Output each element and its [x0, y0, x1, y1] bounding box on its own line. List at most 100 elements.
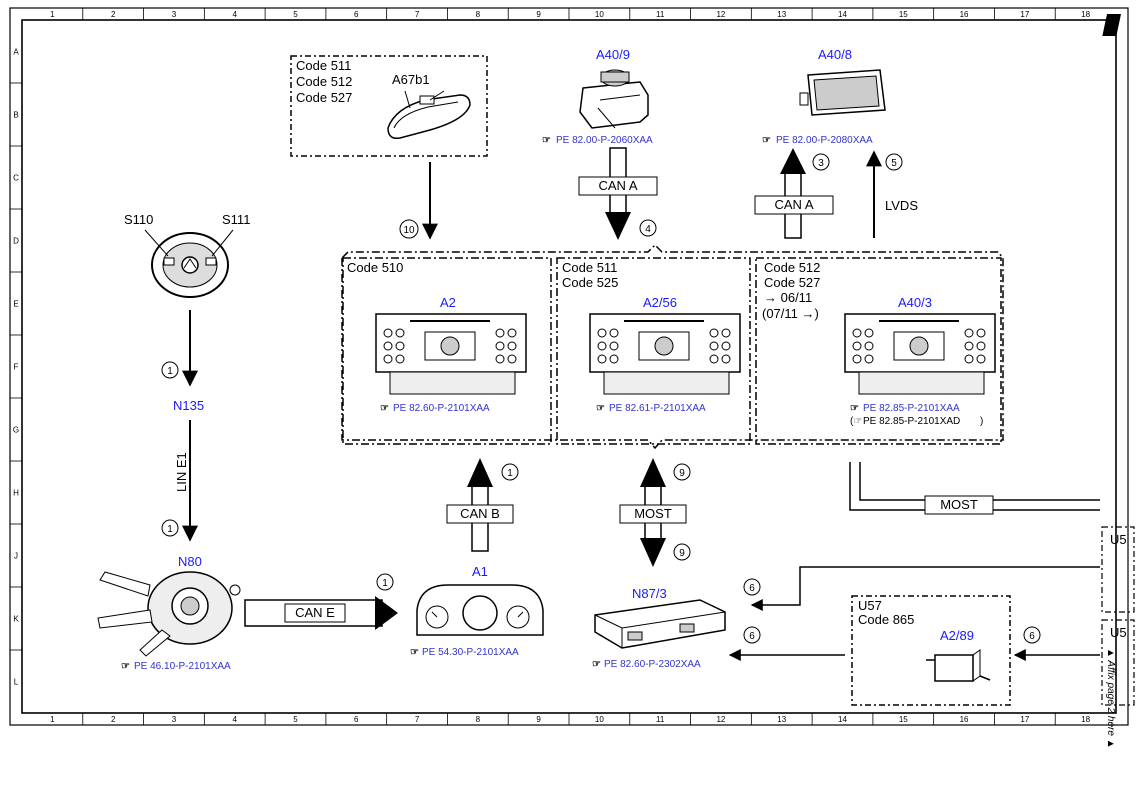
grid-col-label: 17 [1020, 715, 1029, 724]
u5-top-label: U5 [1110, 532, 1127, 547]
callout-circle [161, 361, 179, 379]
a40-8-ref: PE 82.00-P-2080XAA [776, 135, 873, 146]
display-icon [799, 69, 886, 116]
most-right-box [924, 495, 994, 515]
ref-icon: ☞ [380, 403, 389, 414]
u57-code: Code 865 [858, 612, 914, 627]
grid-col-label: 18 [1081, 715, 1090, 724]
a40-8-label: A40/8 [818, 47, 852, 62]
grid-col-label: 14 [838, 715, 847, 724]
a1-ref: PE 54.30-P-2101XAA [422, 647, 519, 658]
ref-icon: ☞ [121, 661, 130, 672]
grid-row-label: A [13, 48, 19, 57]
callout-circle [376, 573, 394, 591]
a40-3-code3: → 06/11 [764, 290, 812, 305]
callout-1a: 1 [167, 366, 173, 377]
a67b1-code3: Code 527 [296, 90, 352, 105]
radio-unit-icon [589, 313, 741, 395]
steering-column-switch-icon [97, 571, 241, 657]
grid-col-label: 6 [354, 10, 359, 19]
grid-col-label: 13 [777, 715, 786, 724]
grid-col-label: 12 [716, 715, 725, 724]
can-a-top-arrowhead [605, 212, 631, 240]
a40-3-code1: Code 512 [764, 260, 820, 275]
most-right-wire-inner [859, 462, 1100, 501]
grid-col-label: 18 [1081, 10, 1090, 19]
can-b-box [446, 504, 514, 524]
a40-3-label: A40/3 [898, 295, 932, 310]
ref-icon: ☞ [762, 135, 771, 146]
callout-circle [399, 219, 419, 239]
steering-wheel-icon [144, 229, 234, 298]
grid-col-label: 11 [656, 10, 665, 19]
grid-row-label: B [13, 111, 18, 120]
ref2-close: ) [980, 416, 983, 427]
lvds-label: LVDS [885, 198, 918, 213]
s111-label: S111 [222, 212, 250, 227]
ref-icon: ☞ [592, 659, 601, 670]
a1-label: A1 [472, 564, 488, 579]
most-right-wire-outer [849, 462, 1100, 511]
callout-circle [161, 519, 179, 537]
head-unit-group [341, 243, 1004, 450]
callout-1b: 1 [167, 524, 173, 535]
a2-ref: PE 82.60-P-2101XAA [393, 403, 490, 414]
grid-col-label: 4 [232, 715, 237, 724]
callout-6c: 6 [1029, 631, 1035, 642]
a67b1-code1: Code 511 [296, 58, 351, 73]
wire-u5-n87 [750, 566, 1100, 611]
antenna-module-icon [926, 649, 991, 682]
grid-col-label: 8 [476, 715, 481, 724]
n135-label: N135 [173, 398, 204, 413]
grid-row-label: G [13, 426, 19, 435]
callout-6b: 6 [749, 631, 755, 642]
can-a-top-box [578, 176, 658, 196]
callout-1d: 1 [507, 468, 513, 479]
most-mid-label: MOST [634, 506, 672, 521]
callout-9b: 9 [679, 548, 685, 559]
grid-col-label: 10 [595, 10, 604, 19]
grid-col-label: 1 [50, 715, 55, 724]
a40-3-ref2: PE 82.85-P-2101XAD [863, 416, 960, 427]
n80-ref: PE 46.10-P-2101XAA [134, 661, 231, 672]
a40-9-label: A40/9 [596, 47, 630, 62]
can-e-label: CAN E [295, 605, 335, 620]
grid-row-label: E [13, 300, 18, 309]
grid-col-label: 5 [293, 10, 298, 19]
grid-col-label: 17 [1020, 10, 1029, 19]
callout-circle [501, 463, 519, 481]
can-a-right-label: CAN A [774, 197, 813, 212]
instrument-cluster-icon [416, 584, 544, 636]
a2-56-code2: Code 525 [562, 275, 618, 290]
callout-10: 10 [403, 225, 415, 236]
can-e-box [284, 603, 346, 623]
page-marker-icon [1102, 14, 1122, 36]
controller-icon [579, 69, 649, 129]
callout-1c: 1 [382, 578, 388, 589]
a2-89-label: A2/89 [940, 628, 974, 643]
a40-3-code2: Code 527 [764, 275, 820, 290]
rear-view-mirror-icon [387, 90, 471, 140]
a40-9-ref: PE 82.00-P-2060XAA [556, 135, 653, 146]
ref-icon: ☞ [410, 647, 419, 658]
grid-col-label: 14 [838, 10, 847, 19]
a2-56-label: A2/56 [643, 295, 677, 310]
control-unit-icon [594, 599, 726, 649]
u5-bottom-label: U5 [1110, 625, 1127, 640]
callout-9a: 9 [679, 468, 685, 479]
grid-col-label: 6 [354, 715, 359, 724]
a40-3-ref: PE 82.85-P-2101XAA [863, 403, 960, 414]
a40-3-box [755, 257, 1002, 445]
grid-col-label: 8 [476, 10, 481, 19]
can-b-label: CAN B [460, 506, 500, 521]
can-a-right-arrowhead [780, 148, 806, 174]
grid-col-label: 12 [716, 10, 725, 19]
grid-labels: 1122334455667788991010111112121313141415… [13, 10, 1091, 724]
u57-box [851, 595, 1011, 706]
most-box [619, 504, 687, 524]
most-arrowhead-up [640, 458, 666, 487]
grid-col-label: 2 [111, 715, 116, 724]
ref-icon: ☞ [596, 403, 605, 414]
callout-circle [639, 219, 657, 237]
callout-3: 3 [818, 158, 824, 169]
